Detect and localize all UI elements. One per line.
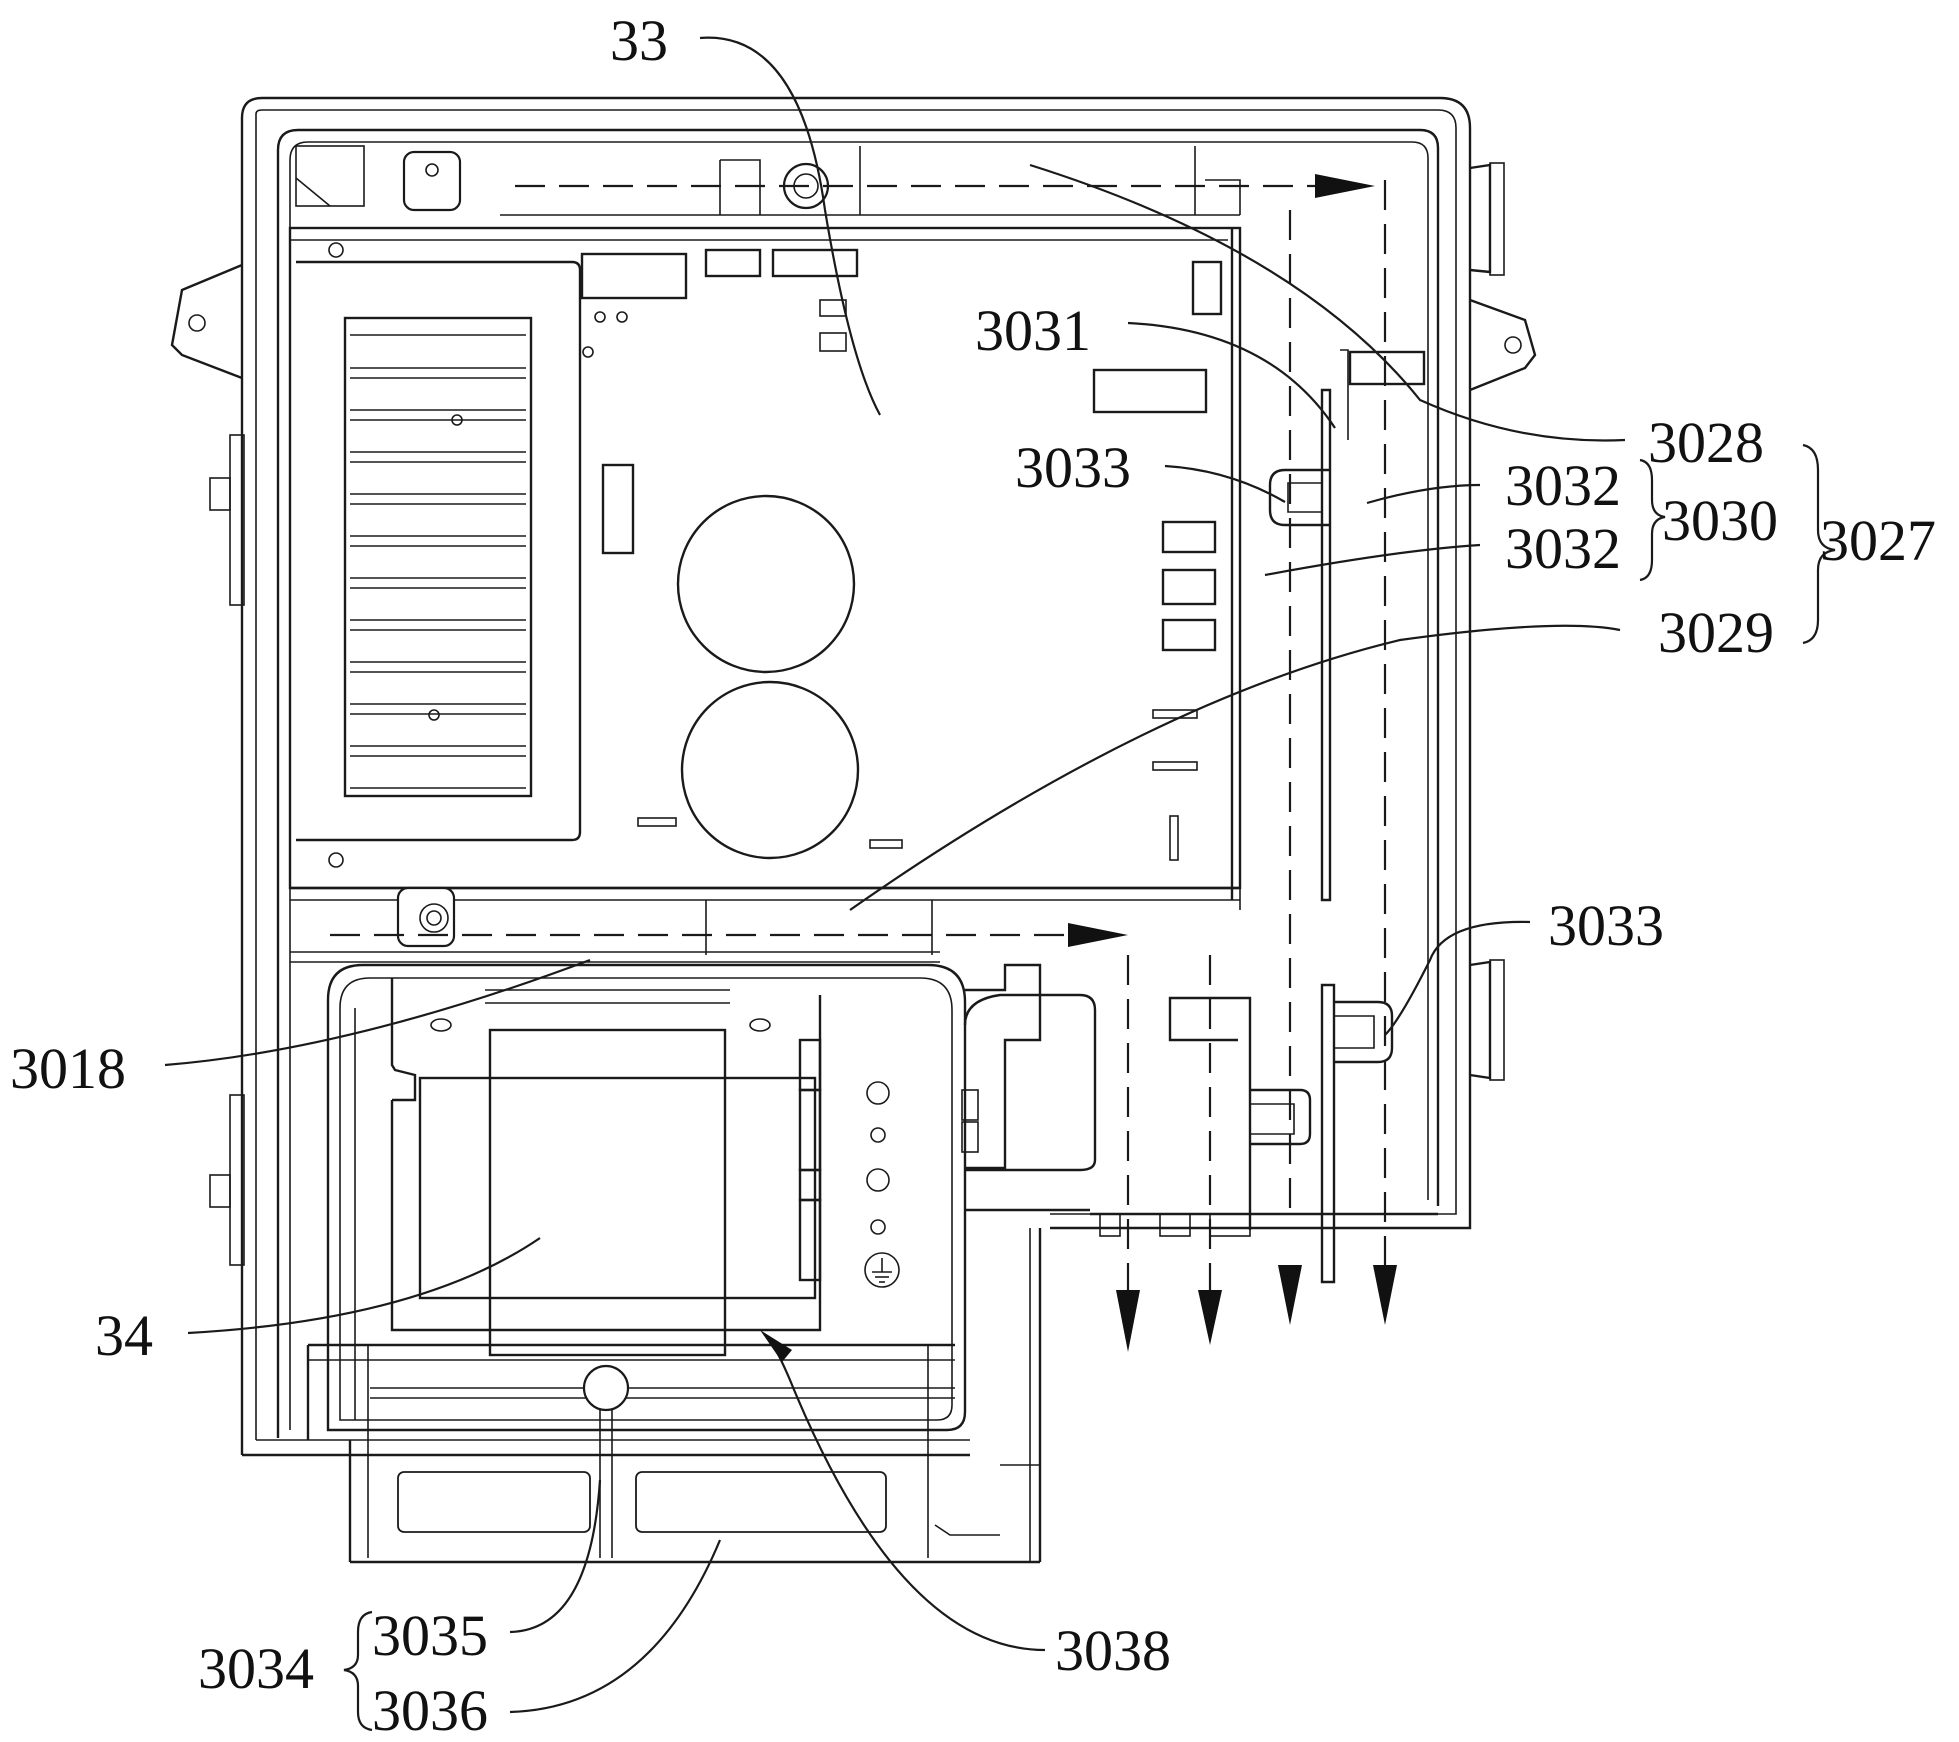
label-3028: 3028 xyxy=(1648,410,1764,475)
partition-3029 xyxy=(290,886,1240,963)
label-3036: 3036 xyxy=(372,1678,488,1742)
leader-lines xyxy=(164,36,1626,1714)
label-33: 33 xyxy=(610,8,668,73)
label-3032-upper: 3032 xyxy=(1505,453,1621,518)
housing-outline xyxy=(170,96,1537,1457)
label-3033-lower: 3033 xyxy=(1548,893,1664,958)
label-3031: 3031 xyxy=(975,298,1091,363)
lower-electrical-box xyxy=(306,963,1097,1564)
label-3029: 3029 xyxy=(1658,600,1774,665)
control-board xyxy=(288,226,1242,910)
braces xyxy=(343,443,1836,1732)
label-3030: 3030 xyxy=(1662,488,1778,553)
label-3035: 3035 xyxy=(372,1603,488,1668)
top-air-channel xyxy=(500,146,1387,1310)
label-3018: 3018 xyxy=(10,1036,126,1101)
air-guide-plates xyxy=(1090,349,1438,1300)
label-3032-lower: 3032 xyxy=(1505,516,1621,581)
label-3034: 3034 xyxy=(198,1636,314,1701)
reference-labels: 33 3031 3028 3033 3032 3030 3027 3032 30… xyxy=(10,8,1936,1742)
label-3027: 3027 xyxy=(1820,508,1936,573)
label-34: 34 xyxy=(95,1303,153,1368)
flow-arrows-down xyxy=(1116,1265,1397,1352)
label-3033-upper: 3033 xyxy=(1015,435,1131,500)
label-3038: 3038 xyxy=(1055,1618,1171,1683)
